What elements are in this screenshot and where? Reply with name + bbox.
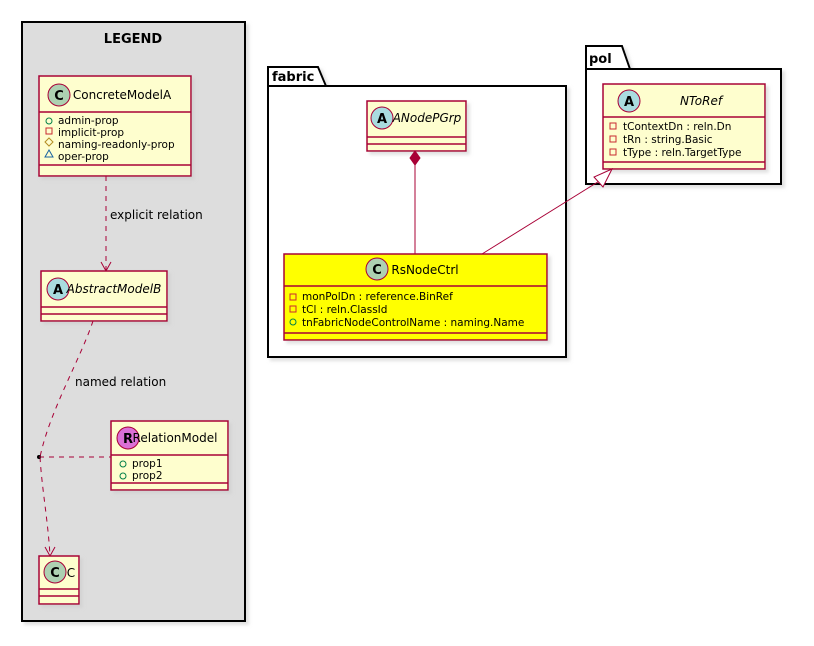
attr-naming-readonly-prop: naming-readonly-prop [58, 139, 175, 151]
package-name: pol [589, 52, 612, 67]
composition-diamond-icon [409, 150, 421, 166]
class-rsnodectrl[interactable]: C RsNodeCtrl monPolDn : reference.BinRef… [283, 253, 548, 341]
attr-prop1: prop1 [132, 458, 163, 470]
stereotype-a-icon [46, 277, 70, 301]
class-ntoref[interactable]: A NToRef tContextDn : reln.Dn tRn : stri… [602, 83, 766, 170]
attr-monpoldn: monPolDn : reference.BinRef [302, 291, 453, 303]
attr-oper-prop: oper-prop [58, 151, 109, 163]
class-name: AbstractModelB [66, 282, 162, 296]
private-visibility-icon [289, 305, 297, 313]
class-concrete-model-a[interactable]: C ConcreteModelA admin-prop implicit-pro… [38, 75, 192, 177]
public-visibility-icon [119, 460, 127, 468]
stereotype-letter: C [372, 263, 382, 278]
stereotype-r-icon [116, 426, 140, 450]
named-relation-label: named relation [75, 375, 166, 389]
class-name: RelationModel [133, 431, 218, 445]
stereotype-letter: R [123, 432, 133, 447]
stereotype-c-icon [47, 83, 71, 107]
protected-visibility-icon [44, 137, 54, 147]
stereotype-letter: C [54, 89, 64, 104]
attr-trn: tRn : string.Basic [623, 134, 713, 146]
attr-tcl: tCl : reln.ClassId [302, 304, 387, 316]
stereotype-c-icon [43, 560, 67, 584]
class-anodepgrp[interactable]: A ANodePGrp [366, 100, 467, 152]
attr-ttype: tType : reln.TargetType [623, 147, 742, 159]
public-visibility-icon [45, 117, 53, 125]
public-visibility-icon [289, 318, 297, 326]
attr-tnfabricnodecontrolname: tnFabricNodeControlName : naming.Name [302, 317, 524, 329]
composition-relation [409, 150, 421, 254]
private-visibility-icon [609, 122, 617, 130]
stereotype-letter: A [377, 112, 387, 127]
class-name: ConcreteModelA [73, 88, 172, 102]
private-visibility-icon [289, 293, 297, 301]
inheritance-arrow-icon [593, 167, 614, 188]
stereotype-c-icon [365, 257, 389, 281]
private-visibility-icon [609, 148, 617, 156]
legend-title: LEGEND [104, 32, 163, 47]
class-abstract-model-b[interactable]: A AbstractModelB [40, 270, 168, 322]
private-visibility-icon [609, 135, 617, 143]
attr-implicit-prop: implicit-prop [58, 127, 124, 139]
class-name: RsNodeCtrl [391, 263, 458, 277]
attr-prop2: prop2 [132, 470, 163, 482]
stereotype-letter: A [624, 95, 634, 110]
private-visibility-icon [45, 127, 53, 135]
class-c[interactable]: C C [38, 555, 80, 605]
class-name: C [67, 566, 75, 580]
package-name: fabric [272, 70, 314, 85]
stereotype-letter: A [53, 283, 63, 298]
class-relation-model[interactable]: R RelationModel prop1 prop2 [110, 420, 229, 491]
attr-tcontextdn: tContextDn : reln.Dn [623, 121, 731, 133]
stereotype-a-icon [617, 89, 641, 113]
class-name: NToRef [680, 94, 724, 108]
explicit-relation-label: explicit relation [110, 208, 203, 222]
attr-admin-prop: admin-prop [58, 115, 119, 127]
stereotype-a-icon [370, 106, 394, 130]
inheritance-relation [481, 167, 614, 255]
package-visibility-icon [44, 148, 54, 158]
named-relation: named relation [37, 320, 166, 558]
public-visibility-icon [119, 472, 127, 480]
class-name: ANodePGrp [392, 111, 462, 125]
stereotype-letter: C [50, 566, 60, 581]
